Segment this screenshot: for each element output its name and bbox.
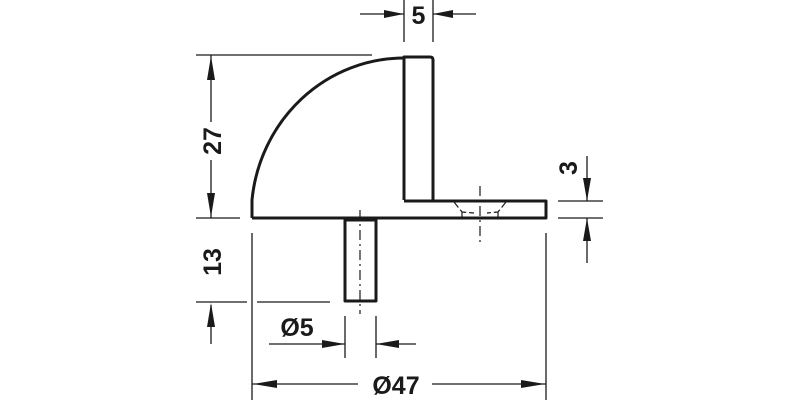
- dimension-wall-thickness: 5: [360, 0, 476, 42]
- dimension-pin-diameter: Ø5: [269, 314, 416, 358]
- mounting-pin: [343, 210, 378, 314]
- screw-hole-hidden-lines: [453, 186, 507, 246]
- dimension-base-thickness: 3: [555, 156, 603, 263]
- dim-label-overall-diameter: Ø47: [372, 372, 419, 400]
- dimension-pin-length: 13: [196, 248, 330, 344]
- dim-label-pin-diameter: Ø5: [280, 314, 313, 342]
- dim-label-height: 27: [199, 127, 227, 155]
- dimension-height: 27: [196, 54, 372, 219]
- dim-label-pin-length: 13: [199, 248, 227, 276]
- dim-label-base-thickness: 3: [555, 161, 583, 175]
- dim-label-wall-thickness: 5: [412, 2, 426, 30]
- door-stop-body: [250, 55, 548, 220]
- dimension-overall-diameter: Ø47: [251, 233, 547, 400]
